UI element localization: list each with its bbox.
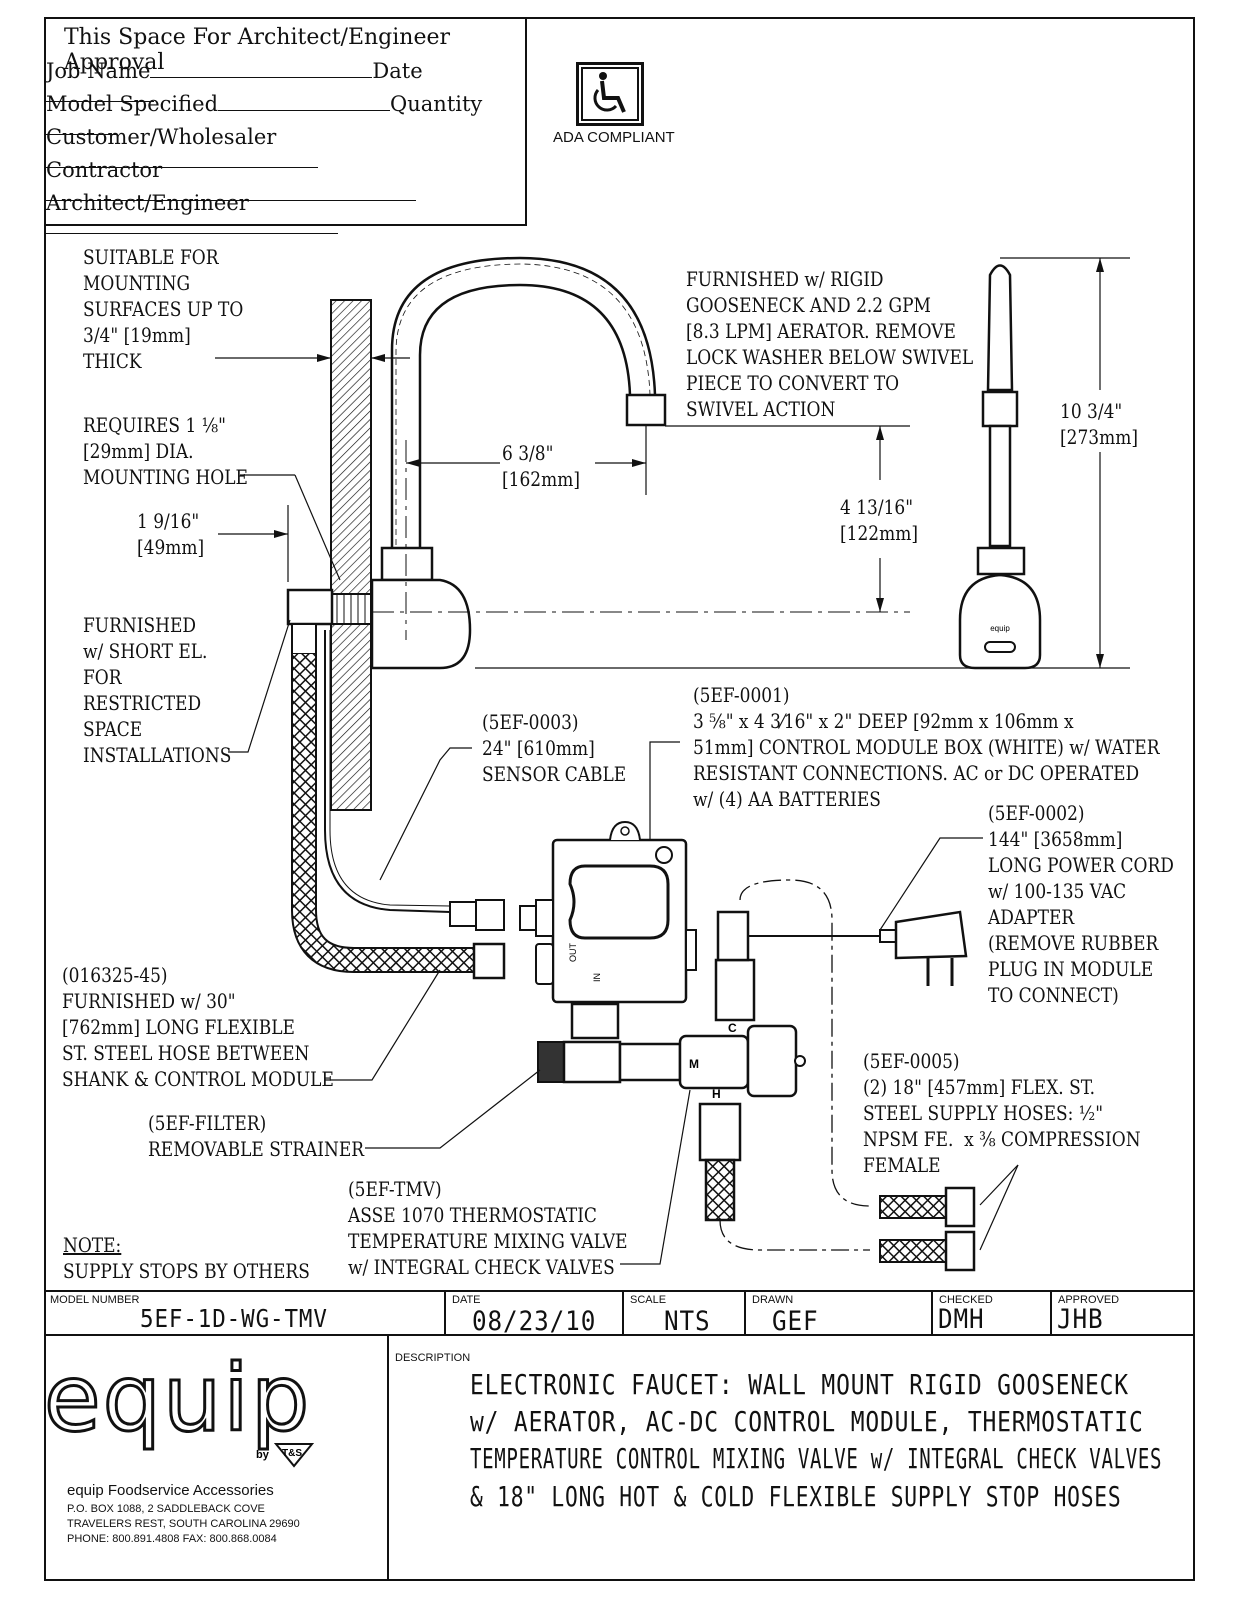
note-title: NOTE: bbox=[63, 1233, 122, 1257]
checked-value: DMH bbox=[938, 1304, 985, 1335]
sensor-cable-note: (5EF-0003) 24" [610mm] SENSOR CABLE bbox=[482, 710, 627, 786]
dim-1-9-16: 1 9/16" [49mm] bbox=[137, 509, 205, 559]
approval-title: This Space For Architect/Engineer Approv… bbox=[64, 25, 451, 75]
side-view-spout bbox=[986, 264, 1014, 392]
power-adapter bbox=[894, 910, 968, 960]
checked-label: CHECKED bbox=[939, 1294, 993, 1306]
valve-c-label: C bbox=[728, 1021, 737, 1035]
architect-label: Architect/Engineer bbox=[46, 191, 249, 215]
drawn-value: GEF bbox=[772, 1306, 819, 1337]
mounting-hole-note: REQUIRES 1 ⅛" [29mm] DIA. MOUNTING HOLE bbox=[83, 413, 248, 489]
control-module-box bbox=[551, 838, 688, 1004]
company-phone: PHONE: 800.891.4808 FAX: 800.868.0084 bbox=[67, 1533, 277, 1545]
model-number-cell: MODEL NUMBER 5EF-1D-WG-TMV bbox=[44, 1292, 446, 1336]
description-line-2: w/ AERATOR, AC-DC CONTROL MODULE, THERMO… bbox=[470, 1405, 1144, 1438]
mounting-wall bbox=[330, 299, 372, 811]
scale-label: SCALE bbox=[630, 1294, 667, 1306]
valve-m-label: M bbox=[689, 1057, 699, 1071]
model-specified-label: Model Specified bbox=[46, 92, 219, 116]
sensor-cable bbox=[324, 630, 451, 913]
model-number-value: 5EF-1D-WG-TMV bbox=[140, 1304, 328, 1333]
scale-value: NTS bbox=[664, 1306, 711, 1337]
strainer-cap bbox=[537, 1041, 565, 1083]
short-elbow bbox=[286, 588, 334, 626]
gooseneck-spout bbox=[390, 256, 657, 560]
control-module-note: (5EF-0001) 3 ⅝" x 4 3⁄16" x 2" DEEP [92m… bbox=[693, 683, 1160, 811]
side-view-body bbox=[958, 573, 1042, 670]
aerator bbox=[625, 393, 667, 427]
drawing-frame bbox=[44, 17, 1195, 1581]
company-logo-cell bbox=[44, 1336, 389, 1581]
date-label: DATE bbox=[452, 1294, 481, 1306]
port-out-label: OUT bbox=[568, 943, 578, 963]
date-cell: DATE 08/23/10 bbox=[446, 1292, 624, 1337]
company-address-1: P.O. BOX 1088, 2 SADDLEBACK COVE bbox=[67, 1503, 265, 1515]
model-number-label: MODEL NUMBER bbox=[50, 1294, 140, 1306]
faucet-technical-drawing: equip OUT IN M C H bbox=[215, 256, 1130, 1272]
drawn-cell: DRAWN GEF bbox=[746, 1292, 933, 1337]
logo-ts: T&S bbox=[282, 1448, 302, 1459]
job-name-label: Job Name bbox=[46, 59, 151, 83]
customer-label: Customer/Wholesaler bbox=[46, 125, 277, 149]
date-label: Date bbox=[372, 59, 423, 83]
mounting-surface-note: SUITABLE FOR MOUNTING SURFACES UP TO 3/4… bbox=[83, 245, 244, 373]
approval-box: This Space For Architect/Engineer Approv… bbox=[44, 17, 527, 234]
gooseneck-note: FURNISHED w/ RIGID GOOSENECK AND 2.2 GPM… bbox=[686, 267, 974, 421]
checked-cell: CHECKED DMH bbox=[933, 1292, 1052, 1336]
description-line-3: TEMPERATURE CONTROL MIXING VALVE w/ INTE… bbox=[470, 1442, 1163, 1475]
dim-10-3-4: 10 3/4" [273mm] bbox=[1060, 399, 1138, 449]
description-label: DESCRIPTION bbox=[395, 1352, 471, 1364]
customer-row: Customer/Wholesaler bbox=[46, 125, 525, 173]
approved-value: JHB bbox=[1057, 1304, 1104, 1335]
dim-6-3-8: 6 3/8" [162mm] bbox=[502, 441, 580, 491]
title-block-row: MODEL NUMBER 5EF-1D-WG-TMV DATE 08/23/10… bbox=[44, 1290, 1195, 1337]
quantity-label: Quantity bbox=[390, 92, 483, 116]
architect-row: Architect/Engineer bbox=[46, 191, 525, 239]
description-line-1: ELECTRONIC FAUCET: WALL MOUNT RIGID GOOS… bbox=[470, 1368, 1129, 1401]
scale-cell: SCALE NTS bbox=[624, 1292, 746, 1337]
ts-shield-icon bbox=[273, 1443, 315, 1468]
supply-hoses-note: (5EF-0005) (2) 18" [457mm] FLEX. ST. STE… bbox=[863, 1049, 1141, 1177]
equip-logo: equip by T&S bbox=[44, 1350, 315, 1468]
company-name: equip Foodservice Accessories bbox=[67, 1482, 274, 1499]
swivel-nut bbox=[380, 546, 434, 582]
company-address-2: TRAVELERS REST, SOUTH CAROLINA 29690 bbox=[67, 1518, 300, 1530]
note-body: SUPPLY STOPS BY OTHERS bbox=[63, 1259, 310, 1283]
short-elbow-note: FURNISHED w/ SHORT EL. FOR RESTRICTED SP… bbox=[83, 613, 232, 767]
strainer-note: (5EF-FILTER) REMOVABLE STRAINER bbox=[148, 1111, 365, 1161]
wheelchair-icon bbox=[576, 62, 644, 126]
model-row: Model Specified Quantity bbox=[46, 92, 525, 140]
valve-h-label: H bbox=[712, 1087, 721, 1101]
approved-cell: APPROVED JHB bbox=[1052, 1292, 1193, 1336]
job-name-row: Job Name Date bbox=[46, 59, 525, 107]
port-in-label: IN bbox=[592, 973, 602, 982]
contractor-row: Contractor bbox=[46, 158, 525, 206]
faucet-brand-label: equip bbox=[990, 624, 1010, 633]
approved-label: APPROVED bbox=[1058, 1294, 1120, 1306]
tmv-note: (5EF-TMV) ASSE 1070 THERMOSTATIC TEMPERA… bbox=[348, 1177, 628, 1279]
drawn-label: DRAWN bbox=[752, 1294, 794, 1306]
faucet-body bbox=[370, 578, 472, 670]
logo-by: by bbox=[256, 1449, 270, 1461]
description-line-4: & 18" LONG HOT & COLD FLEXIBLE SUPPLY ST… bbox=[470, 1480, 1122, 1513]
ada-compliant-label: ADA COMPLIANT bbox=[553, 129, 675, 146]
flex-hose-note: (016325-45) FURNISHED w/ 30" [762mm] LON… bbox=[62, 963, 334, 1091]
power-cord-note: (5EF-0002) 144" [3658mm] LONG POWER CORD… bbox=[988, 801, 1174, 1007]
contractor-label: Contractor bbox=[46, 158, 163, 182]
equip-logo-text: equip bbox=[44, 1350, 311, 1452]
date-value: 08/23/10 bbox=[472, 1306, 597, 1337]
dim-4-13-16: 4 13/16" [122mm] bbox=[840, 495, 918, 545]
